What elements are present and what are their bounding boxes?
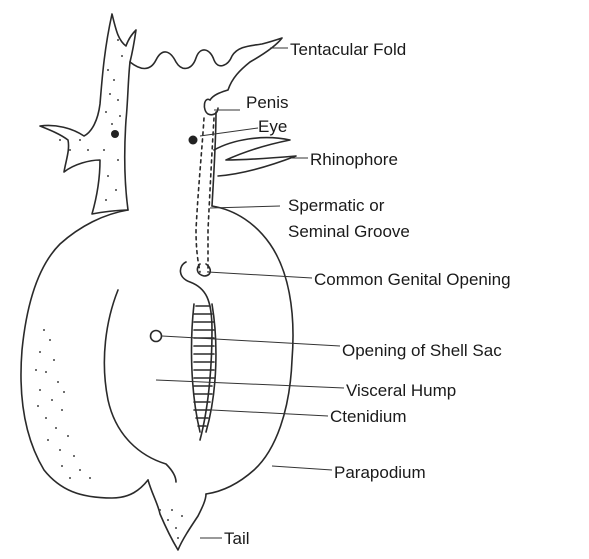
leader-lines (156, 48, 344, 538)
right-parapodium-outline (206, 206, 293, 494)
shell-sac-opening (151, 331, 162, 342)
label-common-genital-opening: Common Genital Opening (314, 270, 511, 289)
leader-ctenidium (212, 410, 328, 416)
label-spermatic-line2: Seminal Groove (288, 222, 410, 241)
stipple-texture (35, 39, 183, 539)
leader-shell-sac (162, 336, 340, 346)
head-outline (40, 14, 136, 214)
leader-visceral-hump (156, 380, 344, 388)
left-parapodium-inner (104, 290, 176, 482)
tail-outline (148, 480, 206, 550)
right-eye (189, 136, 198, 145)
left-eye (111, 130, 119, 138)
label-parapodium: Parapodium (334, 463, 426, 482)
label-eye: Eye (258, 117, 287, 136)
tentacular-fold-outline (130, 38, 282, 100)
left-parapodium-outline (21, 210, 148, 498)
label-opening-shell-sac: Opening of Shell Sac (342, 341, 502, 360)
leader-parapodium (272, 466, 332, 470)
label-ctenidium: Ctenidium (330, 407, 407, 426)
label-tail: Tail (224, 529, 250, 548)
rhinophore-outline (214, 138, 296, 176)
labels: Tentacular Fold Penis Eye Rhinophore Spe… (224, 40, 511, 548)
label-tentacular-fold: Tentacular Fold (290, 40, 406, 59)
common-genital-opening-mark (197, 264, 210, 276)
leader-common-genital-opening (208, 272, 312, 278)
label-visceral-hump: Visceral Hump (346, 381, 456, 400)
penis-outline (204, 99, 218, 114)
label-spermatic-line1: Spermatic or (288, 196, 385, 215)
label-rhinophore: Rhinophore (310, 150, 398, 169)
label-penis: Penis (246, 93, 289, 112)
leader-spermatic-groove (210, 206, 280, 208)
leader-eye (200, 128, 258, 136)
